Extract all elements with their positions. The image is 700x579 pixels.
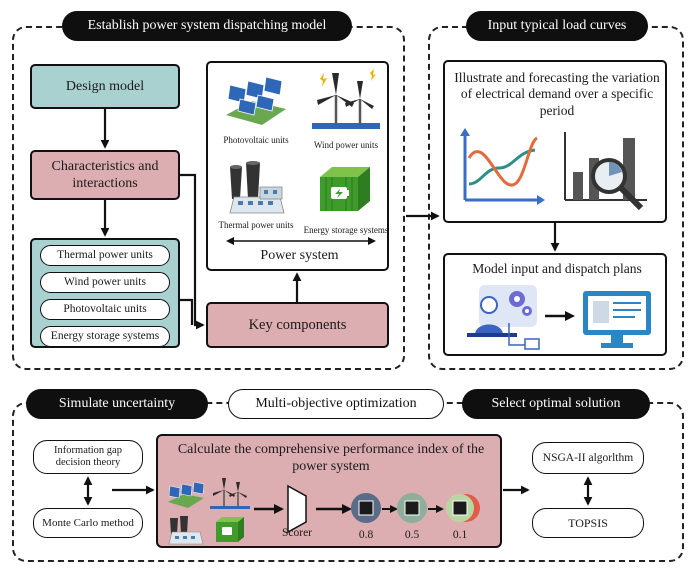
header-input-load-curves: Input typical load curves xyxy=(466,11,648,41)
dispatch-plan-monitor-icon xyxy=(581,289,653,351)
power-system-title: Power system xyxy=(260,248,339,263)
score-value: 0.5 xyxy=(404,529,420,541)
mini-storage-icon xyxy=(214,516,246,544)
score-value: 0.1 xyxy=(452,529,468,541)
power-system-panel: Photovoltaic units Wind power units Ther… xyxy=(206,61,389,271)
load-forecast-panel: Illustrate and forecasting the variation… xyxy=(443,60,667,223)
header-simulate-uncertainty: Simulate uncertainty xyxy=(26,389,208,419)
energy-storage-icon xyxy=(314,163,376,215)
scorer-icon xyxy=(286,484,308,534)
bar-chart-magnifier-icon xyxy=(561,128,653,214)
topsis-box: TOPSIS xyxy=(532,508,644,538)
wind-turbine-icon xyxy=(312,69,380,131)
to-scorer-arrow xyxy=(254,504,284,514)
model-input-text: Model input and dispatch plans xyxy=(472,261,642,276)
candidate-icon xyxy=(350,492,382,524)
candidate-icon xyxy=(396,492,428,524)
thermal-caption: Thermal power units xyxy=(218,220,294,230)
mini-thermal-icon xyxy=(166,514,206,546)
engineer-computer-icon xyxy=(461,283,541,353)
candidate-arrow xyxy=(382,505,398,513)
pv-caption: Photovoltaic units xyxy=(223,135,289,145)
igdt-box: Information gap decision theory xyxy=(33,440,143,474)
mini-wind-icon xyxy=(210,476,250,510)
characteristics-box: Characteristics and interactions xyxy=(30,150,180,200)
input-to-plan-arrow xyxy=(545,311,575,321)
unit-list-box: Thermal power units Wind power units Pho… xyxy=(30,238,180,348)
thermal-plant-icon xyxy=(224,157,288,217)
nsga-box: NSGA-II algorlthm xyxy=(532,442,644,474)
mini-pv-icon xyxy=(166,480,206,510)
calc-performance-box: Calculate the comprehensive performance … xyxy=(156,434,502,548)
photovoltaic-icon xyxy=(222,71,290,129)
calc-performance-title: Calculate the comprehensive performance … xyxy=(177,442,485,474)
monte-carlo-box: Monte Carlo method xyxy=(33,508,143,538)
unit-list-item: Thermal power units xyxy=(40,245,170,266)
candidate-arrow xyxy=(428,505,444,513)
to-candidates-arrow xyxy=(316,504,352,514)
wind-caption: Wind power units xyxy=(313,140,379,150)
load-curve-icon xyxy=(459,128,545,206)
design-model-box: Design model xyxy=(30,64,180,109)
unit-list-item: Wind power units xyxy=(40,272,170,293)
storage-caption: Energy storage systems xyxy=(303,225,389,235)
unit-list-item: Photovoltaic units xyxy=(40,299,170,320)
header-multi-objective: Multi-objective optimization xyxy=(228,389,444,419)
candidate-icon xyxy=(444,490,480,526)
unit-list-item: Energy storage systems xyxy=(40,326,170,347)
key-components-box: Key components xyxy=(206,302,389,348)
score-value: 0.8 xyxy=(358,529,374,541)
header-select-optimal: Select optimal solution xyxy=(462,389,650,419)
model-input-panel: Model input and dispatch plans xyxy=(443,253,667,356)
header-establish-model: Establish power system dispatching model xyxy=(62,11,352,41)
scorer-label: Scorer xyxy=(281,527,312,539)
load-forecast-text: Illustrate and forecasting the variation… xyxy=(454,70,660,118)
double-arrow-line xyxy=(226,237,376,245)
